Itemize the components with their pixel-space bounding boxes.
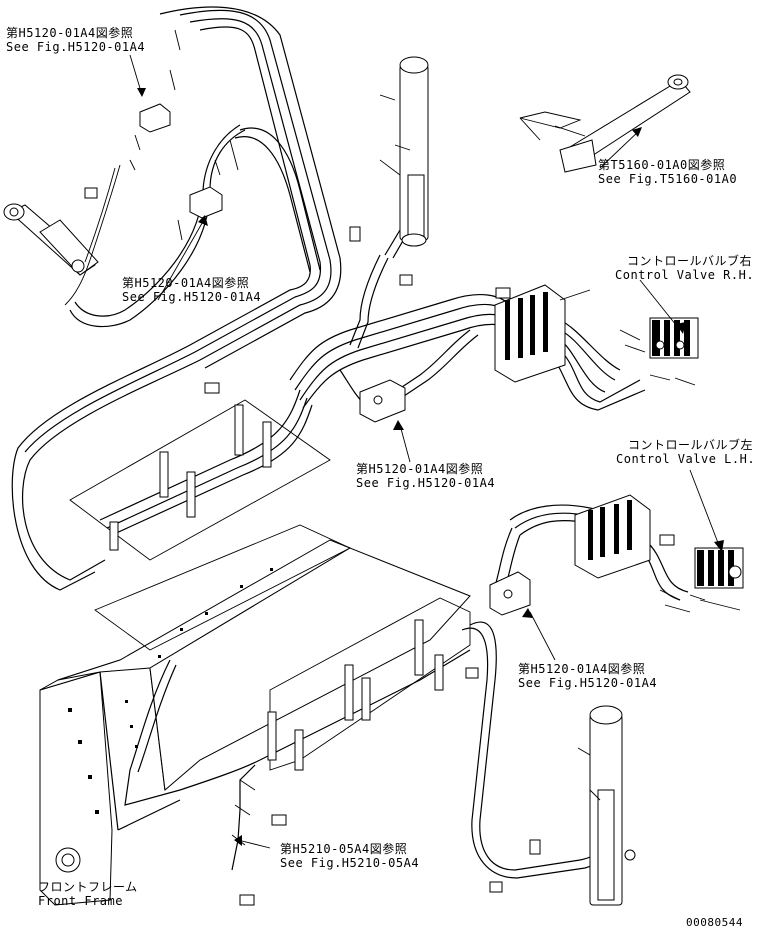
control-valve-lh-label: コントロールバルブ左 Control Valve L.H. — [616, 438, 755, 466]
control-valve-rh — [649, 317, 699, 359]
leader-lines — [129, 54, 741, 849]
frame-clamps — [109, 404, 444, 771]
control-valve-rh-label: コントロールバルブ右 Control Valve R.H. — [615, 254, 754, 282]
front-frame-en: Front Frame — [38, 894, 123, 908]
callout-top-left-jp: 第H5120-01A4図参照 — [6, 26, 134, 40]
callout-bottom-en: See Fig.H5210-05A4 — [280, 856, 420, 870]
callout-top-left: 第H5120-01A4図参照 See Fig.H5120-01A4 — [6, 26, 145, 54]
callout-top-left-en: See Fig.H5120-01A4 — [6, 40, 146, 54]
right-top-cylinder — [519, 74, 691, 173]
front-frame — [39, 399, 471, 906]
control-valve-rh-en: Control Valve R.H. — [615, 268, 755, 282]
leader-arrows — [137, 88, 724, 846]
front-frame-jp: フロントフレーム — [38, 880, 138, 894]
callout-top-right-jp: 第T5160-01A0図参照 — [598, 158, 726, 172]
branch-valve-left — [139, 103, 223, 219]
callout-bottom: 第H5210-05A4図参照 See Fig.H5210-05A4 — [280, 842, 419, 870]
callout-top-right: 第T5160-01A0図参照 See Fig.T5160-01A0 — [598, 158, 737, 186]
callout-lower-right-jp: 第H5120-01A4図参照 — [518, 662, 646, 676]
branch-valve-center — [359, 379, 406, 423]
clamp-block-upper — [494, 284, 566, 383]
fittings — [64, 29, 706, 846]
clamp-block-lower — [574, 494, 651, 579]
callout-mid-left-jp: 第H5120-01A4図参照 — [122, 276, 250, 290]
callout-mid-left-en: See Fig.H5120-01A4 — [122, 290, 262, 304]
callout-center-jp: 第H5120-01A4図参照 — [356, 462, 484, 476]
control-valve-lh-en: Control Valve L.H. — [616, 452, 756, 466]
callout-bottom-jp: 第H5210-05A4図参照 — [280, 842, 408, 856]
drawing-number: 00080544 — [686, 916, 743, 929]
callout-lower-right-en: See Fig.H5120-01A4 — [518, 676, 658, 690]
control-valve-lh-jp: コントロールバルブ左 — [628, 438, 754, 452]
control-valve-rh-jp: コントロールバルブ右 — [627, 254, 753, 268]
left-cylinder — [3, 203, 99, 276]
callout-mid-left: 第H5120-01A4図参照 See Fig.H5120-01A4 — [122, 276, 261, 304]
callout-lower-right: 第H5120-01A4図参照 See Fig.H5120-01A4 — [518, 662, 657, 690]
control-valve-lh — [694, 547, 744, 589]
bolts — [84, 187, 675, 906]
front-frame-label: フロントフレーム Front Frame — [38, 880, 138, 908]
callout-center-en: See Fig.H5120-01A4 — [356, 476, 496, 490]
bottom-cylinder — [589, 705, 636, 906]
branch-valve-lower — [489, 571, 531, 616]
callout-top-right-en: See Fig.T5160-01A0 — [598, 172, 738, 186]
top-cylinder — [399, 56, 429, 247]
callout-center: 第H5120-01A4図参照 See Fig.H5120-01A4 — [356, 462, 495, 490]
